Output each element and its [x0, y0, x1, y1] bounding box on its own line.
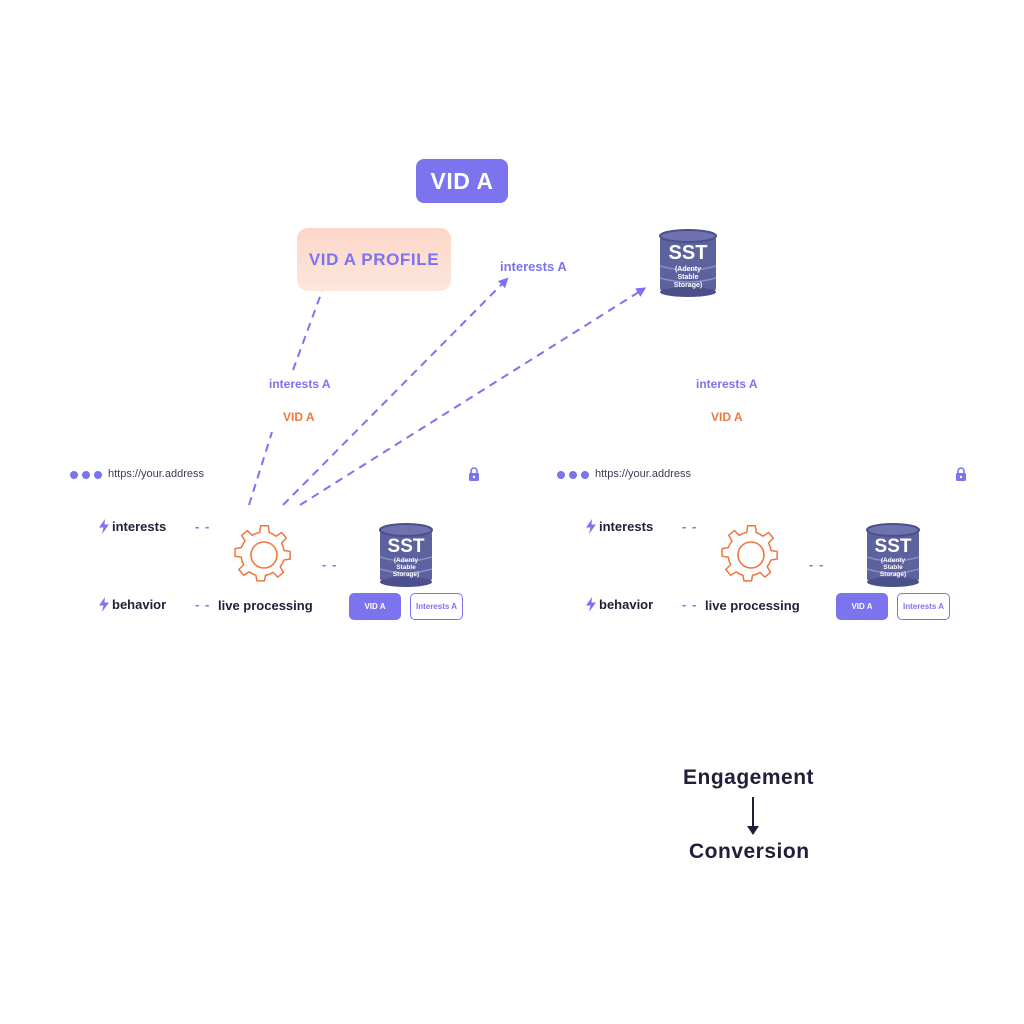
- engagement-label: Engagement: [683, 766, 815, 789]
- dash-connector: - -: [195, 597, 211, 612]
- behavior-row-right: behavior: [586, 597, 653, 612]
- dots-icon: [70, 471, 102, 479]
- live-processing-label: live processing: [705, 598, 800, 613]
- browser-bar-left: https://your.address: [70, 467, 482, 483]
- right-vid-label: VID A: [711, 410, 743, 424]
- sst-sub2: Stable: [883, 564, 903, 571]
- arrow-to-sst: [299, 287, 647, 506]
- vid-a-pill: VID A: [416, 159, 508, 203]
- vid-a-profile-box: VID A PROFILE: [297, 228, 451, 291]
- database-icon: SST (Adenty Stable Storage): [866, 523, 920, 587]
- url-text: https://your.address: [595, 468, 691, 480]
- gear-icon: [234, 525, 291, 582]
- sst-sub3: Storage): [880, 571, 906, 578]
- arrow-to-profile-lower: [248, 431, 273, 506]
- top-interests-label: interests A: [500, 259, 567, 274]
- gear-icon: [721, 525, 778, 582]
- interests-label: interests: [112, 519, 167, 534]
- sst-sub1: (Adenty: [675, 266, 701, 273]
- dash-connector: - -: [682, 597, 698, 612]
- conversion-label: Conversion: [689, 840, 810, 863]
- interests-chip: Interests A: [410, 593, 463, 620]
- lock-icon: [956, 467, 966, 481]
- interests-label: interests: [599, 519, 654, 534]
- vid-chip: VID A: [349, 593, 401, 620]
- interests-chip: Interests A: [897, 593, 950, 620]
- sst-sub3: Storage): [674, 282, 702, 289]
- dots-icon: [557, 471, 589, 479]
- database-icon: SST (Adenty Stable Storage): [659, 229, 717, 297]
- dash-connector: - -: [322, 557, 338, 572]
- sst-title: SST: [875, 536, 912, 557]
- sst-sub2: Stable: [396, 564, 416, 571]
- dash-connector: - -: [682, 519, 698, 534]
- behavior-label: behavior: [599, 597, 654, 612]
- lightning-icon: [99, 597, 109, 612]
- arrow-to-profile-upper: [292, 278, 328, 371]
- url-text: https://your.address: [108, 468, 204, 480]
- processing-text: live processing: [705, 598, 800, 613]
- sst-title: SST: [669, 242, 708, 264]
- right-interests-label: interests A: [696, 377, 758, 391]
- dash-connector: - -: [809, 557, 825, 572]
- database-icon: SST (Adenty Stable Storage): [379, 523, 433, 587]
- lock-icon: [469, 467, 479, 481]
- left-vid-label: VID A: [283, 410, 315, 424]
- lightning-icon: [586, 597, 596, 612]
- processing-text: live processing: [218, 598, 313, 613]
- browser-bar-right: https://your.address: [557, 467, 969, 483]
- sst-sub1: (Adenty: [394, 557, 419, 564]
- arrow-to-interests: [282, 277, 509, 506]
- dash-connector: - -: [195, 519, 211, 534]
- behavior-row-left: behavior: [99, 597, 166, 612]
- sst-sub1: (Adenty: [881, 557, 906, 564]
- sst-title: SST: [388, 536, 425, 557]
- interests-row-right: interests: [586, 519, 653, 534]
- sst-sub2: Stable: [677, 274, 698, 281]
- behavior-label: behavior: [112, 597, 167, 612]
- sst-sub3: Storage): [393, 571, 419, 578]
- interests-row-left: interests: [99, 519, 166, 534]
- vid-chip: VID A: [836, 593, 888, 620]
- lightning-icon: [586, 519, 596, 534]
- lightning-icon: [99, 519, 109, 534]
- left-interests-label: interests A: [269, 377, 331, 391]
- live-processing-label: live processing: [218, 598, 313, 613]
